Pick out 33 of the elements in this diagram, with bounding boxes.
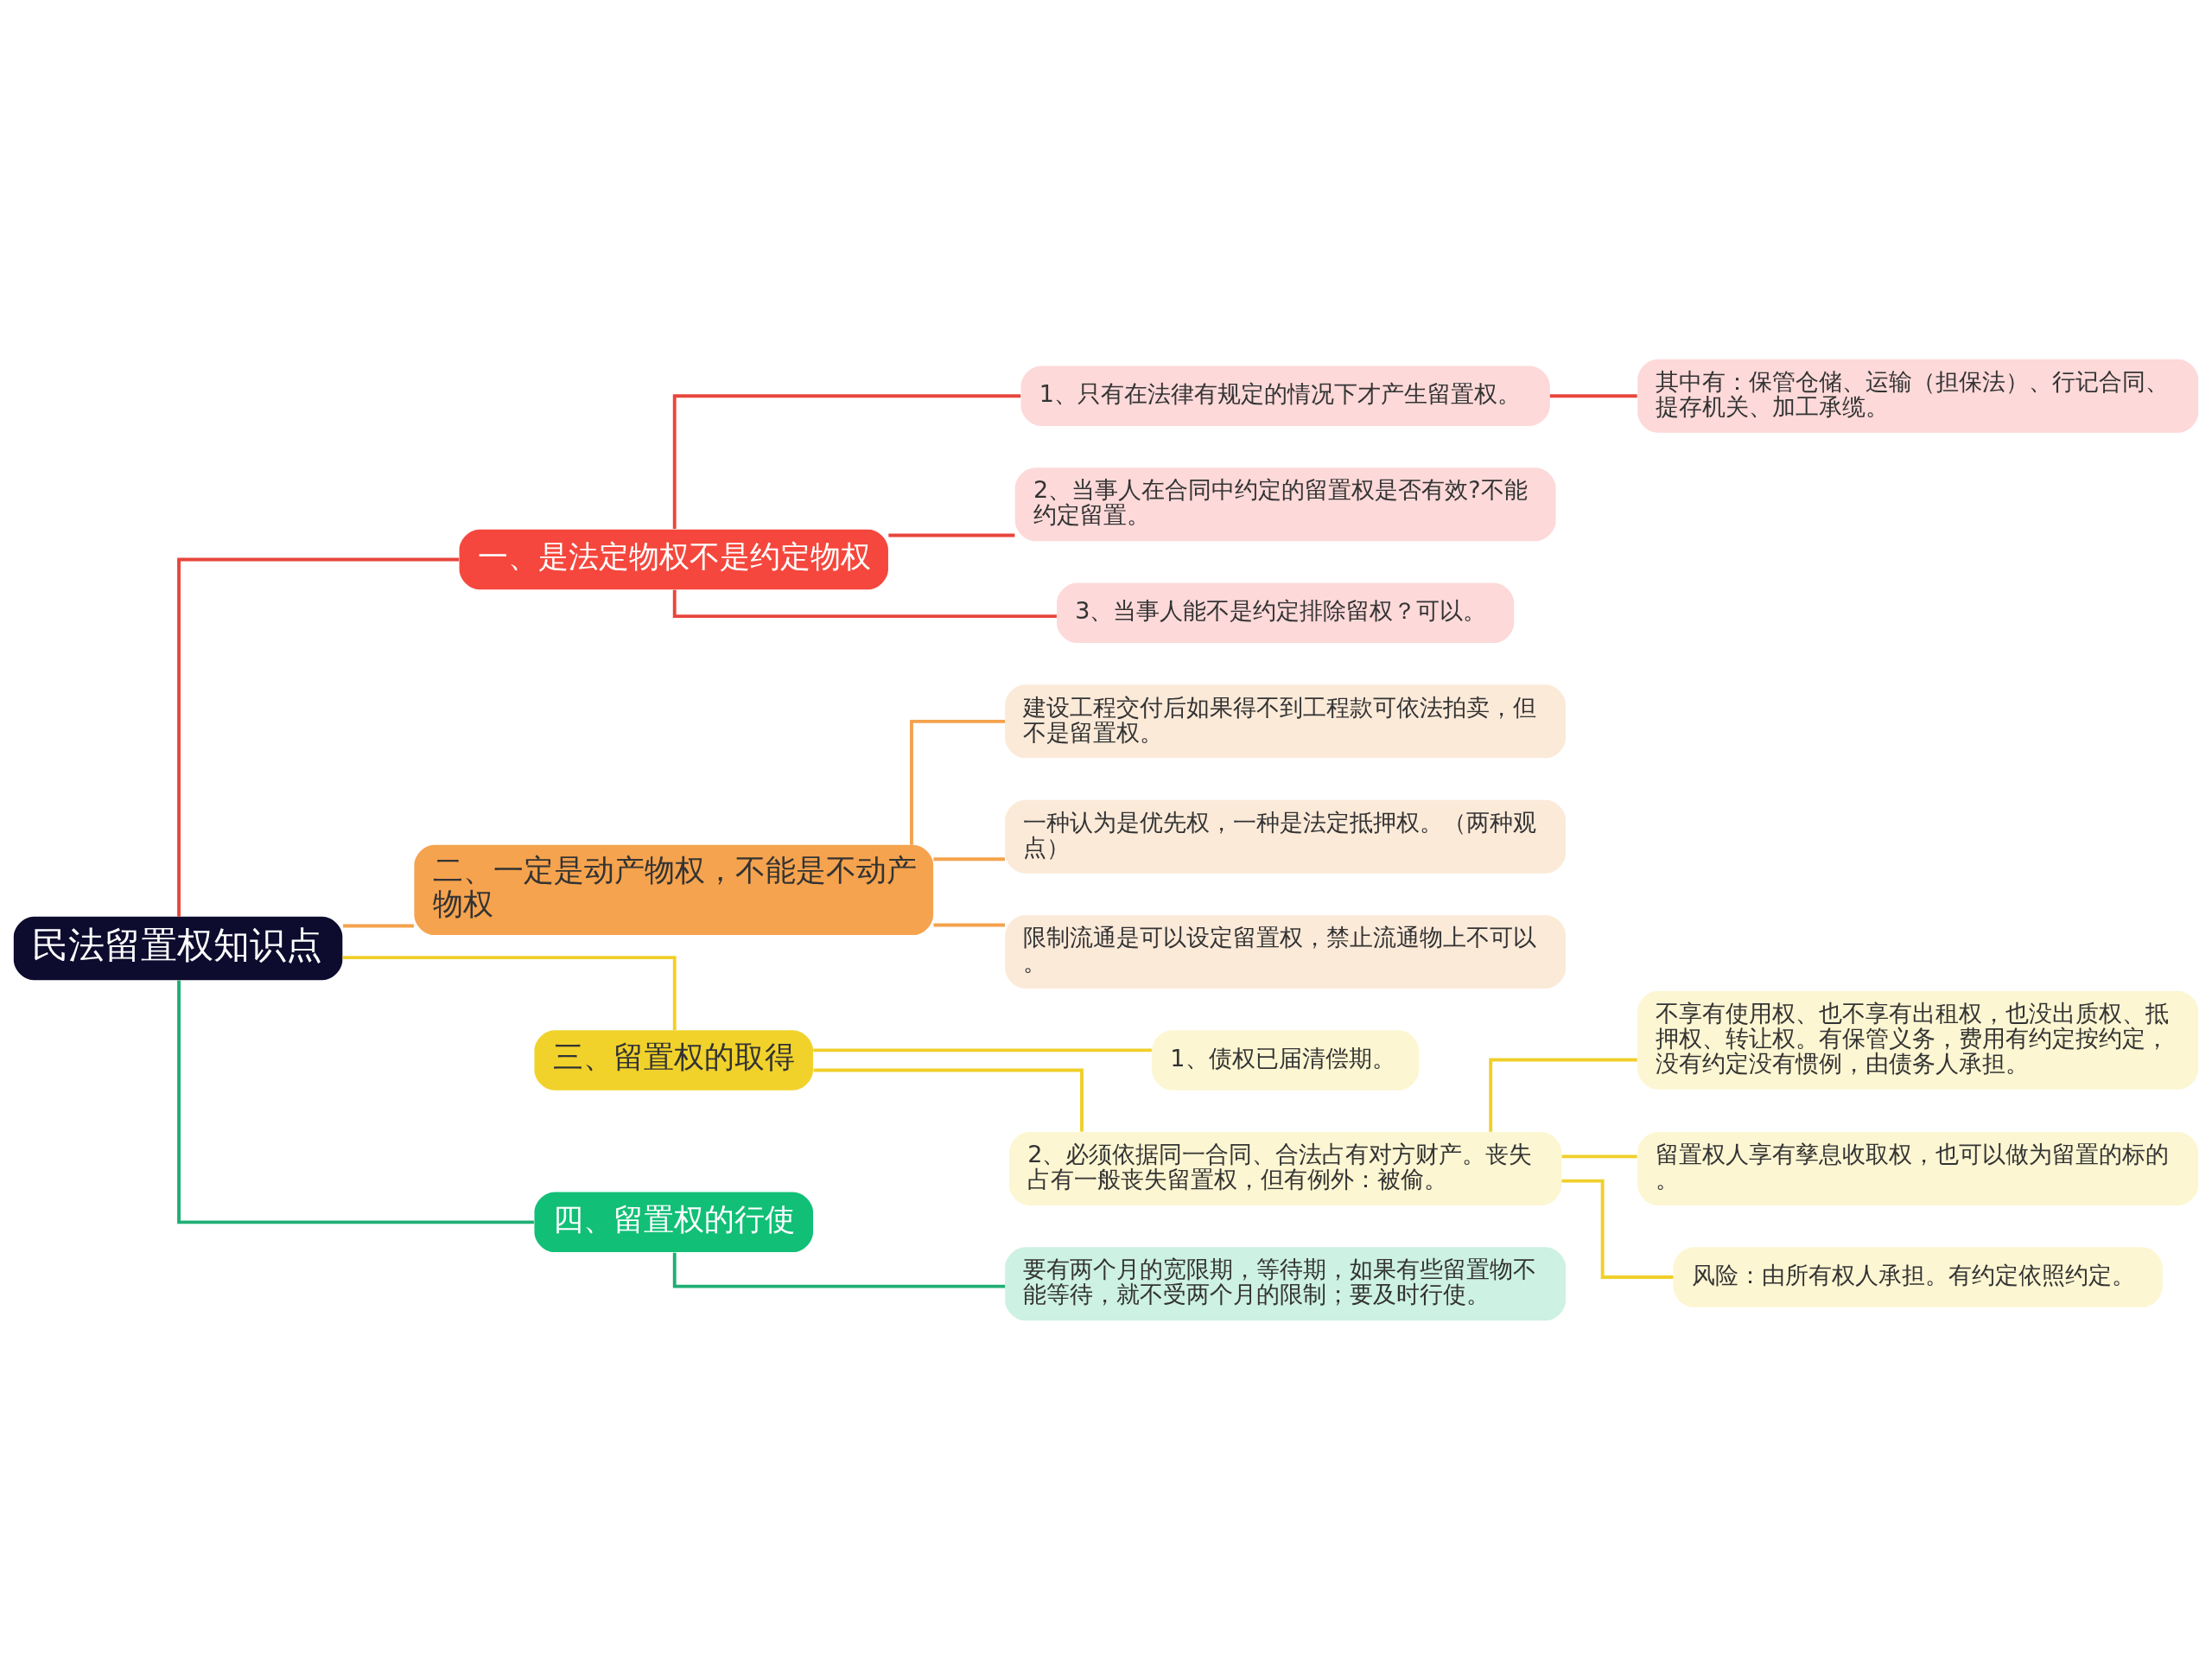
node-box: 不享有使用权、也不享有出租权，也没出质权、抵押权、转让权。有保管义务，费用有约定按约定，没有约定没有惯例，由债务人承担。	[1637, 990, 2199, 1090]
node-box: 其中有：保管仓储、运输（担保法）、行记合同、提存机关、加工承缆。	[1637, 359, 2199, 433]
connector	[672, 393, 1021, 529]
node-box: 建设工程交付后如果得不到工程款可依法拍卖，但不是留置权。	[1005, 684, 1567, 758]
node-box: 一、是法定物权不是约定物权	[459, 529, 888, 589]
node-box: 四、留置权的行使	[534, 1192, 813, 1252]
connector	[813, 1047, 1152, 1052]
connector	[910, 719, 1006, 845]
node-box: 三、留置权的取得	[534, 1029, 813, 1091]
node-box: 留置权人享有孳息收取权，也可以做为留置的标的。	[1637, 1131, 2199, 1205]
connector	[933, 923, 1005, 926]
node-box: 2、必须依据同一合同、合法占有对方财产。丧失占有一般丧失留置权，但有例外：被偷。	[1008, 1131, 1562, 1205]
node-box: 限制流通是可以设定留置权，禁止流通物上不可以。	[1005, 914, 1567, 989]
node-box: 风险：由所有权人承担。有约定依照约定。	[1673, 1246, 2163, 1307]
node-box: 3、当事人能不是约定排除留权？可以。	[1057, 582, 1515, 643]
connector	[343, 924, 414, 927]
connector	[1549, 393, 1637, 397]
node-box: 2、当事人在合同中约定的留置权是否有效?不能约定留置。	[1014, 467, 1556, 541]
connector	[342, 955, 677, 1030]
node-box: 1、只有在法律有规定的情况下才产生留置权。	[1020, 365, 1550, 426]
connector	[813, 1068, 1084, 1131]
node-box: 二、一定是动产物权，不能是不动产物权	[414, 844, 934, 935]
connector	[177, 557, 460, 917]
node-box: 1、债权已届清偿期。	[1152, 1029, 1420, 1091]
connector	[177, 980, 534, 1224]
node-box: 民法留置权知识点	[13, 916, 343, 980]
node-box: 要有两个月的宽限期，等待期，如果有些留置物不能等待，就不受两个月的限制；要及时行使。	[1005, 1246, 1567, 1320]
connector	[1489, 1058, 1637, 1132]
connector	[888, 533, 1015, 537]
node-box: 一种认为是优先权，一种是法定抵押权。（两种观点）	[1005, 799, 1567, 874]
connector	[1561, 1154, 1637, 1158]
connector	[1561, 1179, 1674, 1279]
connector	[933, 856, 1005, 861]
